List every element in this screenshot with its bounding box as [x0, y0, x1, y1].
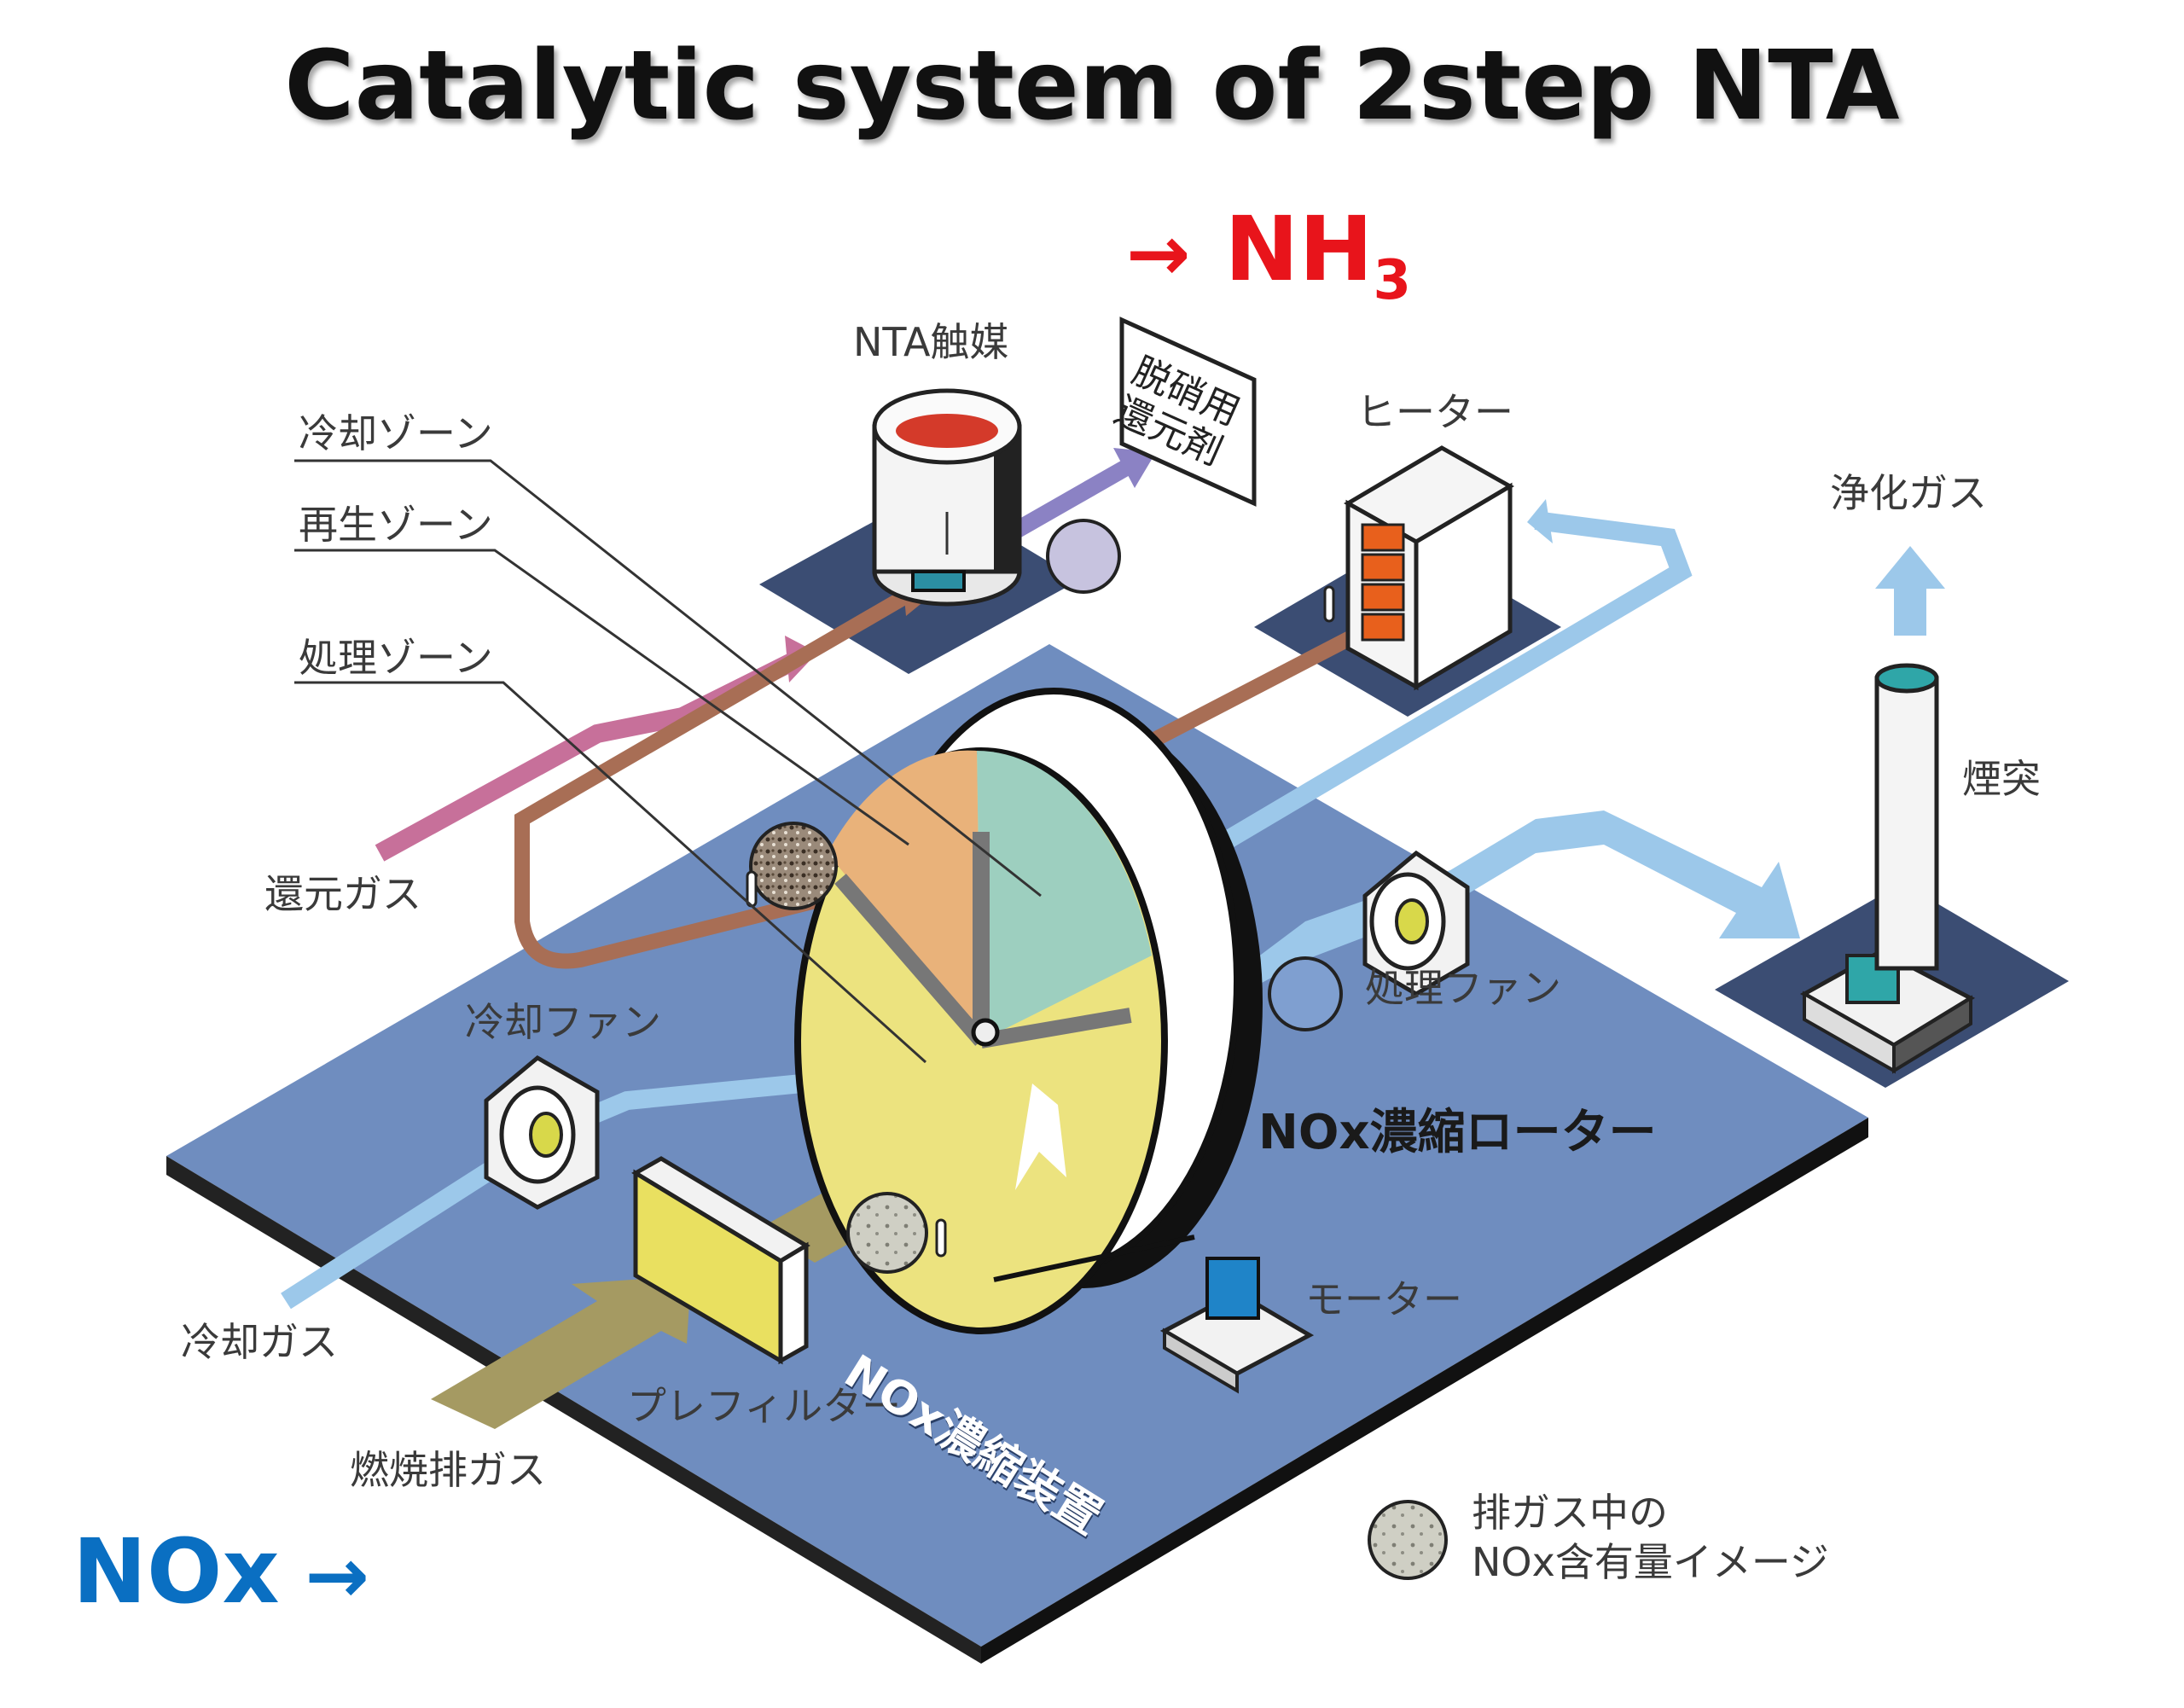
- nta-catalyst: [872, 388, 1022, 607]
- prefilter-label: プレフィルター: [627, 1383, 902, 1429]
- treatment-fan: [1362, 850, 1470, 996]
- reductant-flow: [1002, 460, 1130, 543]
- combustion-exhaust-label: 燃焼排ガス: [350, 1447, 546, 1493]
- page-title: Catalytic system of 2step NTA: [284, 31, 1900, 142]
- motor: [993, 1235, 1315, 1394]
- motor-label: モーター: [1305, 1276, 1462, 1322]
- cooling-fan: [484, 1054, 600, 1210]
- nox-rotor: [794, 688, 1263, 1334]
- nh3-label: →NH3: [1126, 205, 1411, 308]
- rotor-label: NOx濃縮ローター: [1258, 1105, 1657, 1160]
- nox-image-exhaust: [846, 1192, 928, 1274]
- nox-image-regen: [749, 822, 838, 910]
- purified-gas-arrow: [1875, 546, 1945, 636]
- leader-lines: [294, 459, 1042, 1064]
- rotor-thermometer-icon: [746, 870, 758, 908]
- chimney: [1799, 663, 1976, 1074]
- cooling-gas-label: 冷却ガス: [181, 1319, 338, 1365]
- heater-return-arrowhead: [1527, 499, 1553, 543]
- cooling-fan-label: 冷却ファン: [465, 999, 661, 1045]
- heater-thermometer-icon: [1323, 585, 1335, 623]
- regen-flow-to-catalyst: [514, 590, 924, 969]
- prefilter: [631, 1156, 810, 1365]
- legend-text: 排ガス中の NOx含有量イメージ: [1472, 1489, 1829, 1587]
- nta-catalyst-label: NTA触媒: [853, 319, 1009, 365]
- legend-line2: NOx含有量イメージ: [1472, 1538, 1829, 1585]
- reducing-gas-label: 還元ガス: [264, 871, 421, 917]
- treatment-fan-label: 処理ファン: [1365, 965, 1561, 1011]
- legend-line1: 排ガス中の: [1472, 1490, 1668, 1536]
- nh3-text: NH: [1224, 197, 1374, 301]
- nox-arrow: →: [305, 1531, 369, 1621]
- purified-gas-label: 浄化ガス: [1830, 470, 1987, 516]
- exhaust-flow-in: [431, 1275, 691, 1429]
- heater: [1343, 445, 1515, 691]
- nh3-subscript: 3: [1373, 248, 1412, 312]
- nox-image-catalyst: [1046, 519, 1121, 594]
- cooling-zone-label: 冷却ゾーン: [299, 410, 493, 456]
- chimney-label: 煙突: [1962, 756, 2041, 802]
- reductant-box: [1119, 317, 1257, 507]
- nox-label: NOx→: [73, 1527, 369, 1616]
- exhaust-thermometer-icon: [935, 1218, 947, 1258]
- nox-text: NOx: [73, 1519, 280, 1624]
- nox-image-treated: [1268, 956, 1343, 1031]
- treatment-zone-label: 処理ゾーン: [299, 635, 493, 681]
- legend-nox-dot: [1368, 1500, 1448, 1580]
- heater-label: ヒーター: [1356, 389, 1513, 435]
- reductant-arrowhead: [1113, 448, 1156, 488]
- treated-gas-flow: [1220, 810, 1800, 998]
- regeneration-zone-label: 再生ゾーン: [299, 502, 493, 548]
- nh3-arrow: →: [1126, 209, 1191, 299]
